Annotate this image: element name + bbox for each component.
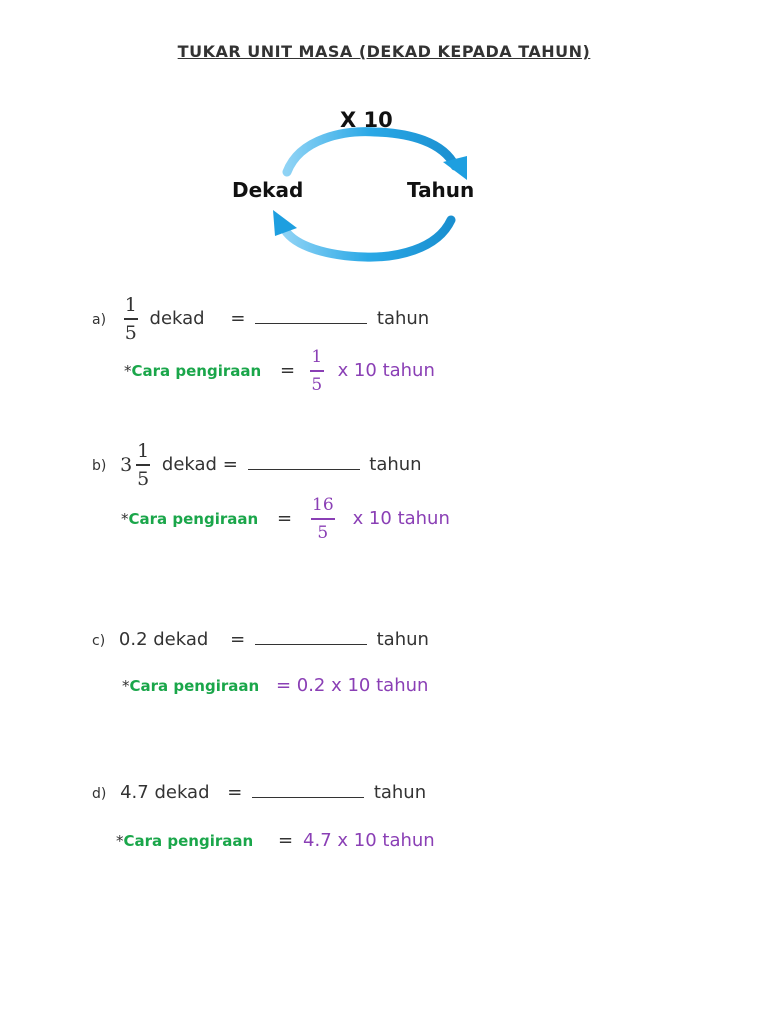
working-rest: x 10 tahun [352, 507, 450, 529]
fraction-bar [123, 318, 138, 320]
asterisk: * [124, 361, 132, 380]
answer-blank[interactable] [254, 628, 367, 645]
fraction-bar [136, 464, 151, 466]
working-expression: = 0.2 x 10 tahun [275, 675, 429, 696]
equals-sign: = [277, 830, 294, 851]
answer-blank[interactable] [252, 781, 365, 798]
denominator: 5 [137, 467, 150, 490]
working-expression: 1 5 x 10 tahun [309, 347, 435, 395]
to-unit-label: Tahun [407, 178, 475, 202]
answer-blank[interactable] [255, 307, 368, 324]
working-d: *Cara pengiraan = 4.7 x 10 tahun [116, 830, 435, 851]
question-letter: c) [92, 633, 106, 649]
numerator: 1 [311, 347, 323, 367]
equals-sign: = [279, 359, 296, 381]
equals-sign: = [230, 629, 246, 650]
question-c: c) 0.2 dekad = tahun [92, 628, 429, 650]
denominator: 5 [317, 522, 329, 543]
fraction-bar [309, 370, 324, 372]
fraction: 1 5 [136, 440, 151, 490]
result-unit: tahun [376, 307, 430, 329]
question-letter: b) [92, 457, 107, 474]
fraction: 1 5 [123, 294, 138, 344]
multiplier-label: X 10 [340, 108, 393, 132]
value-text: 0.2 dekad [118, 629, 209, 650]
value-text: 4.7 dekad [120, 782, 210, 803]
result-unit: tahun [376, 629, 429, 650]
working-label: Cara pengiraan [131, 361, 262, 380]
equals-sign: = [276, 507, 293, 529]
conversion-diagram: X 10 Dekad Tahun [215, 100, 515, 270]
denominator: 5 [124, 321, 137, 344]
fraction-bar [310, 518, 335, 520]
asterisk: * [116, 832, 124, 850]
result-unit: tahun [369, 453, 422, 475]
answer-blank[interactable] [247, 453, 360, 470]
equals-sign: = [230, 307, 246, 329]
question-letter: a) [92, 311, 107, 328]
unit-text: dekad = [161, 453, 238, 475]
result-unit: tahun [373, 782, 427, 803]
cycle-arrows-icon [273, 127, 467, 262]
question-letter: d) [92, 786, 107, 802]
asterisk: * [121, 509, 129, 528]
numerator: 16 [312, 495, 334, 515]
working-label: Cara pengiraan [123, 832, 254, 850]
working-rest: x 10 tahun [337, 359, 435, 381]
working-c: *Cara pengiraan = 0.2 x 10 tahun [122, 675, 428, 696]
working-label: Cara pengiraan [128, 509, 259, 528]
working-expression: 16 5 x 10 tahun [307, 495, 450, 543]
question-d: d) 4.7 dekad = tahun [92, 781, 426, 803]
question-a: a) 1 5 dekad = tahun [92, 294, 429, 344]
denominator: 5 [311, 374, 323, 395]
fraction: 16 5 [310, 494, 335, 544]
from-unit-label: Dekad [232, 178, 304, 202]
numerator: 1 [137, 440, 150, 462]
working-b: *Cara pengiraan = 16 5 x 10 tahun [121, 494, 450, 544]
working-label: Cara pengiraan [129, 677, 260, 695]
question-b: b) 3 1 5 dekad = tahun [92, 440, 422, 490]
working-expression: 4.7 x 10 tahun [303, 830, 435, 851]
unit-text: dekad [149, 307, 205, 329]
asterisk: * [122, 677, 130, 695]
working-a: *Cara pengiraan = 1 5 x 10 tahun [124, 346, 435, 396]
whole-number: 3 [120, 453, 133, 476]
numerator: 1 [124, 294, 137, 316]
equals-sign: = [227, 782, 243, 803]
fraction: 1 5 [309, 346, 324, 396]
page-title: TUKAR UNIT MASA (DEKAD KEPADA TAHUN) [177, 42, 591, 61]
